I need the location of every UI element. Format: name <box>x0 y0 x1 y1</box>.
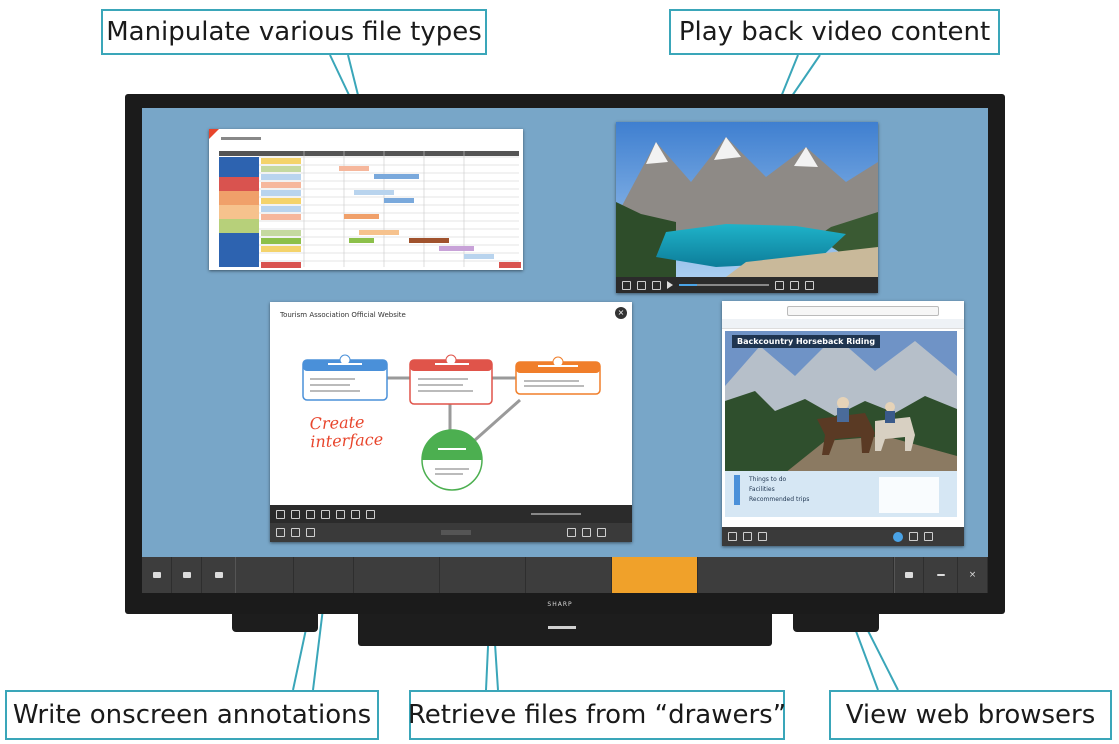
display-foot-right <box>793 614 879 632</box>
display-foot-left <box>232 614 318 632</box>
fullscreen-icon[interactable] <box>582 528 591 537</box>
taskbar-save[interactable] <box>202 557 236 593</box>
drawer-3[interactable] <box>354 557 440 593</box>
eraser-icon[interactable] <box>652 280 661 290</box>
browser-side-cards <box>879 477 939 513</box>
undo-icon[interactable] <box>366 509 375 519</box>
brand-logo: SHARP <box>547 601 573 608</box>
callout-drawers: Retrieve files from “drawers” <box>408 690 786 740</box>
play-icon[interactable] <box>667 281 673 289</box>
browser-banner: Backcountry Horseback Riding <box>732 335 881 348</box>
hand-icon[interactable] <box>291 528 300 537</box>
callout-video: Play back video content <box>669 9 1000 55</box>
spreadsheet-window[interactable] <box>209 129 523 270</box>
highlighter-icon[interactable] <box>306 509 315 519</box>
whiteboard-screen[interactable]: Tourism Association Official Website × <box>142 108 988 557</box>
minimize-icon <box>936 574 945 576</box>
seek-bar[interactable] <box>679 284 769 286</box>
save-icon <box>214 572 223 578</box>
annotation-toolbar[interactable] <box>270 505 632 523</box>
drawer-taskbar[interactable]: × <box>142 557 988 593</box>
page-indicator <box>441 530 471 535</box>
browser-links: Things to do Facilities Recommended trip… <box>734 475 809 505</box>
eraser-icon[interactable] <box>306 528 315 537</box>
menu-icon[interactable] <box>728 532 737 541</box>
speaker-led <box>548 626 576 629</box>
close-icon[interactable] <box>924 532 933 541</box>
fullscreen-icon[interactable] <box>909 532 918 541</box>
browser-nav[interactable] <box>722 319 964 329</box>
pen-icon[interactable] <box>567 528 576 537</box>
home-icon <box>152 572 161 578</box>
browser-link-trips[interactable]: Recommended trips <box>734 495 809 505</box>
drawer-active[interactable] <box>612 557 698 593</box>
pen-active-icon[interactable] <box>893 531 903 542</box>
taskbar-minimize[interactable] <box>924 557 958 593</box>
browser-link-facilities[interactable]: Facilities <box>734 485 809 495</box>
annotation-controls[interactable] <box>270 523 632 542</box>
browser-window[interactable]: Backcountry Horseback Riding Things to d… <box>722 301 964 546</box>
taskbar-spacer <box>698 557 894 593</box>
marker-icon[interactable] <box>291 509 300 519</box>
copy-icon[interactable] <box>351 509 360 519</box>
video-controls[interactable] <box>616 277 878 293</box>
handwriting-line-2: interface <box>309 429 384 452</box>
pen-icon[interactable] <box>276 509 285 519</box>
drawer-1[interactable] <box>236 557 294 593</box>
hand-icon[interactable] <box>743 532 752 541</box>
close-button[interactable]: × <box>615 307 627 319</box>
speaker-bar <box>358 614 772 646</box>
close-icon: × <box>968 570 977 580</box>
volume-icon[interactable] <box>775 280 784 290</box>
video-window[interactable] <box>616 122 878 293</box>
handwritten-annotation: Create interface <box>309 412 384 452</box>
eraser-icon[interactable] <box>321 509 330 519</box>
callout-file-types: Manipulate various file types <box>101 9 487 55</box>
close-icon[interactable] <box>597 528 606 537</box>
taskbar-home[interactable] <box>142 557 172 593</box>
video-frame <box>616 122 878 277</box>
browser-address-bar[interactable] <box>787 306 939 316</box>
mindmap-title: Tourism Association Official Website <box>280 311 406 319</box>
hand-icon[interactable] <box>637 280 646 290</box>
pin-icon <box>905 572 913 578</box>
print-icon <box>182 572 191 578</box>
spreadsheet-content <box>209 129 521 268</box>
eraser-icon[interactable] <box>758 532 767 541</box>
fullscreen-icon[interactable] <box>790 280 799 290</box>
taskbar-print[interactable] <box>172 557 202 593</box>
drawer-4[interactable] <box>440 557 526 593</box>
browser-toolbar[interactable] <box>722 527 964 546</box>
taskbar-pin[interactable] <box>894 557 924 593</box>
annotation-window[interactable]: Tourism Association Official Website × <box>270 302 632 542</box>
drawer-5[interactable] <box>526 557 612 593</box>
mindmap-diagram <box>302 354 601 491</box>
browser-hero-image <box>725 331 957 473</box>
pen-icon[interactable] <box>622 280 631 290</box>
browser-link-things[interactable]: Things to do <box>734 475 809 485</box>
close-icon[interactable] <box>805 280 814 290</box>
menu-icon[interactable] <box>276 528 285 537</box>
drawer-2[interactable] <box>294 557 354 593</box>
zoom-slider[interactable] <box>531 513 581 515</box>
callout-annotations: Write onscreen annotations <box>5 690 379 740</box>
callout-web: View web browsers <box>829 690 1112 740</box>
shape-icon[interactable] <box>336 509 345 519</box>
taskbar-close[interactable]: × <box>958 557 988 593</box>
